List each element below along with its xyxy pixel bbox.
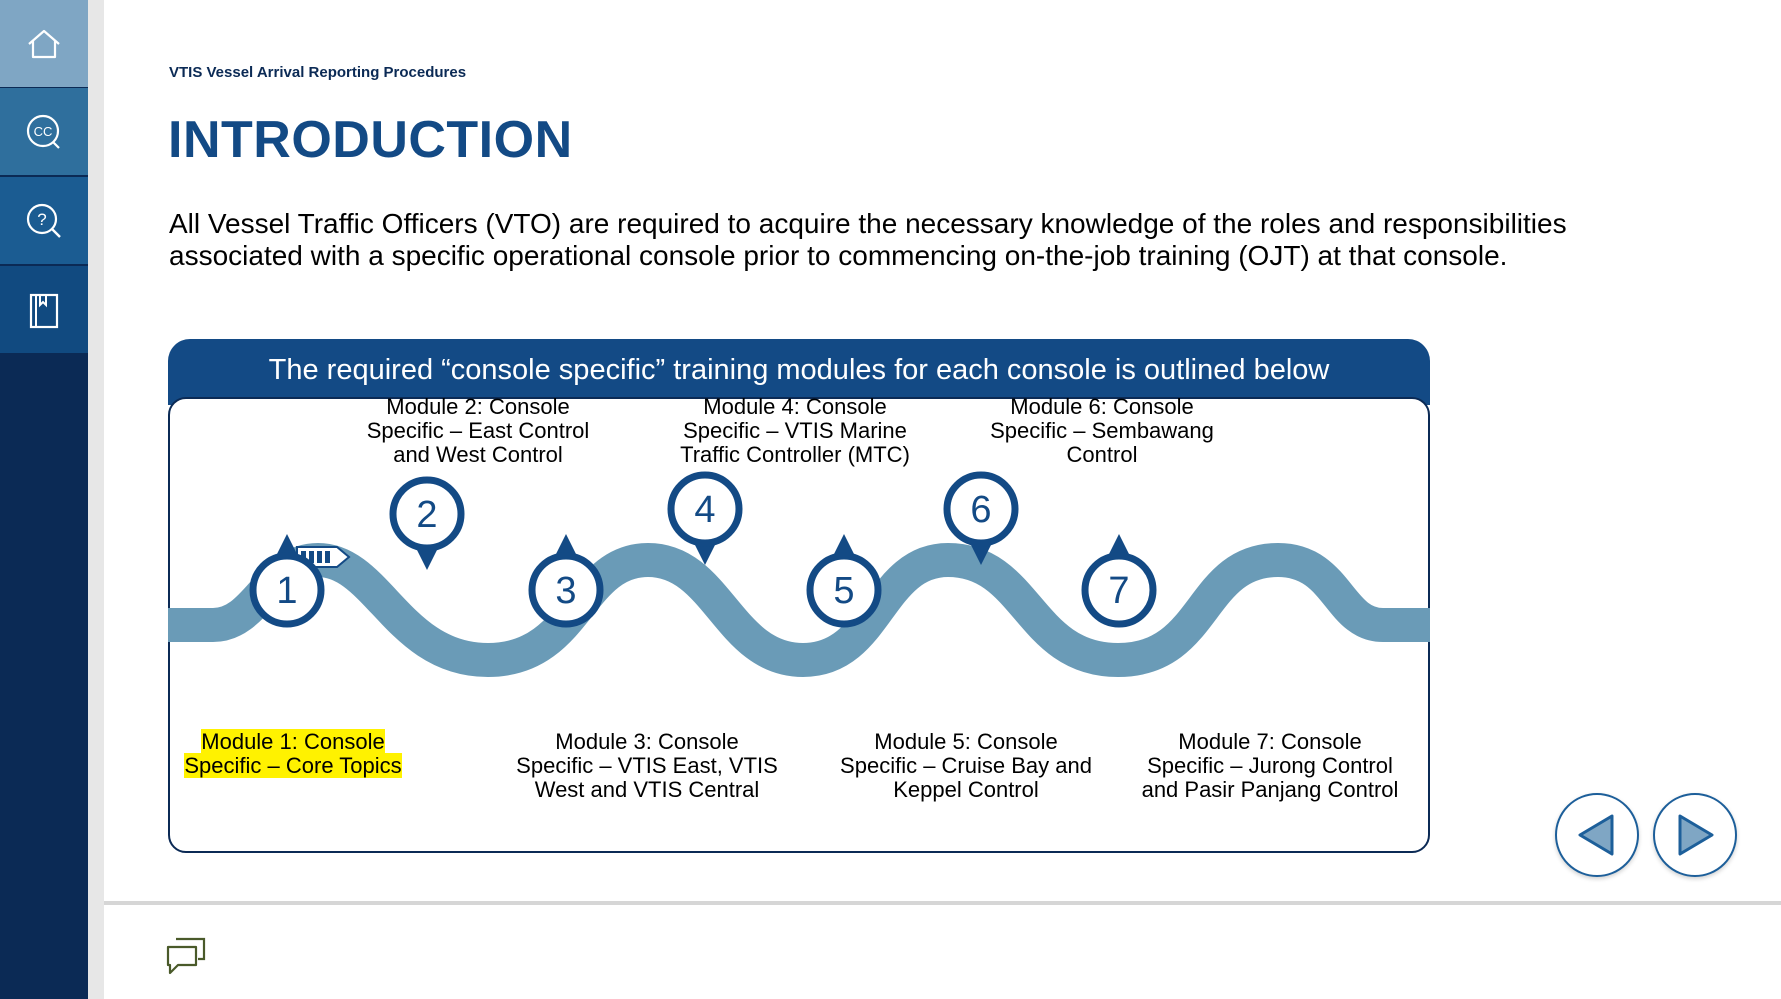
help-search-button[interactable]: ?: [0, 177, 88, 264]
bottom-bar: [104, 905, 1781, 999]
module-5-label: Module 5: Console Specific – Cruise Bay …: [840, 729, 1092, 802]
home-button[interactable]: [0, 0, 88, 87]
svg-text:CC: CC: [34, 124, 53, 139]
module-pins: 1 2 3 4 5 6 7: [249, 471, 1157, 628]
module-3-pin: 3: [528, 534, 604, 628]
module-4-label: Module 4: Console Specific – VTIS Marine…: [680, 394, 910, 467]
home-icon: [28, 29, 60, 58]
module-7-label: Module 7: Console Specific – Jurong Cont…: [1141, 729, 1399, 802]
triangle-left-icon: [1578, 814, 1614, 856]
search-help-icon: ?: [26, 203, 61, 238]
course-title: VTIS Vessel Arrival Reporting Procedures: [169, 64, 467, 81]
sidebar: CC ?: [0, 0, 88, 999]
module-2-pin: 2: [389, 476, 465, 570]
page-title: INTRODUCTION: [168, 111, 573, 169]
glossary-button[interactable]: [0, 266, 88, 353]
closed-caption-icon: CC: [26, 114, 60, 149]
module-5-number: 5: [833, 570, 854, 612]
module-1-number: 1: [276, 570, 297, 612]
module-3-label: Module 3: Console Specific – VTIS East, …: [516, 729, 778, 802]
panel-header-text: The required “console specific” training…: [268, 354, 1330, 386]
module-2-label: Module 2: Console Specific – East Contro…: [366, 394, 590, 467]
module-2-number: 2: [416, 494, 437, 536]
panel-header: The required “console specific” training…: [168, 339, 1430, 405]
module-3-number: 3: [555, 570, 576, 612]
chat-bubbles-icon[interactable]: [164, 935, 208, 977]
winding-road: [168, 542, 1430, 678]
sidebar-gutter: [88, 0, 104, 999]
bottom-divider: [104, 901, 1781, 905]
svg-text:?: ?: [37, 210, 46, 229]
module-6-pin: 6: [943, 471, 1019, 565]
previous-button[interactable]: [1555, 793, 1639, 877]
modules-panel: The required “console specific” training…: [168, 339, 1430, 853]
next-button[interactable]: [1653, 793, 1737, 877]
module-6-number: 6: [970, 489, 991, 531]
module-7-number: 7: [1108, 570, 1129, 612]
module-6-label: Module 6: Console Specific – Sembawang C…: [990, 394, 1214, 467]
module-4-number: 4: [694, 489, 715, 531]
module-7-pin: 7: [1081, 534, 1157, 628]
intro-paragraph: All Vessel Traffic Officers (VTO) are re…: [169, 208, 1567, 271]
module-5-pin: 5: [806, 534, 882, 628]
module-1-label: Module 1: Console Specific – Core Topics: [184, 729, 402, 778]
triangle-right-icon: [1678, 814, 1714, 856]
module-1-pin: 1: [249, 534, 325, 628]
closed-caption-button[interactable]: CC: [0, 88, 88, 175]
module-4-pin: 4: [667, 471, 743, 565]
road-diagram: 1 2 3 4 5 6 7: [168, 471, 1430, 678]
glossary-book-icon: [29, 293, 59, 328]
